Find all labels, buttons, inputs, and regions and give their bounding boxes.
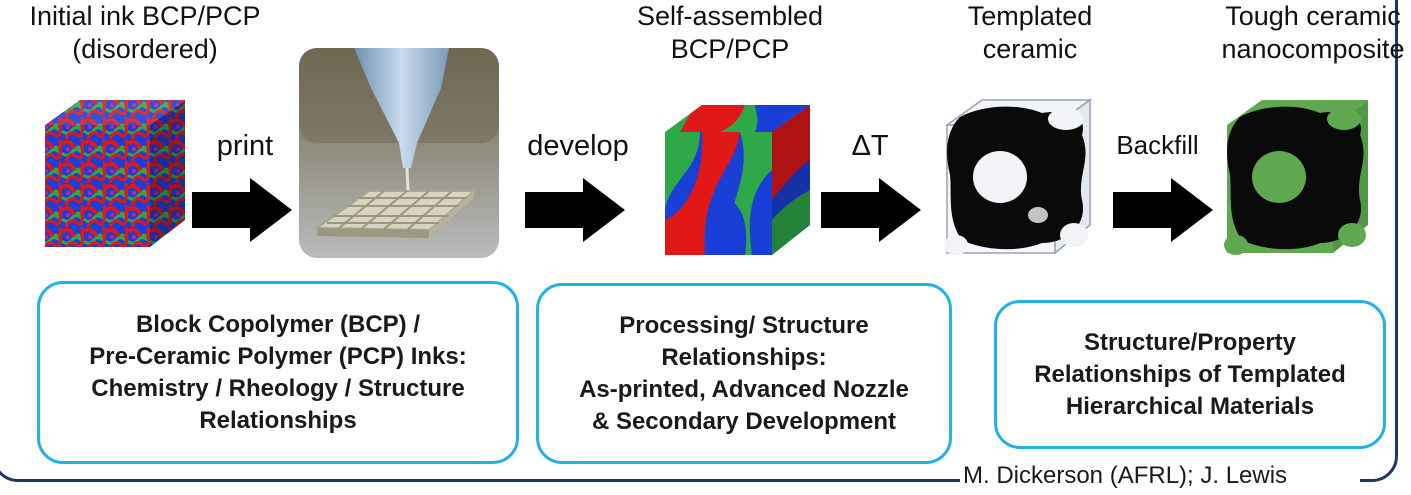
info-box-line: Structure/Property: [1083, 328, 1297, 356]
develop-arrow-icon: [525, 178, 625, 242]
step-title-line: nanocomposite: [1221, 34, 1405, 64]
arrow-label-backfill: Backfill: [1116, 130, 1199, 160]
info-box-line: Chemistry / Rheology / Structure: [91, 374, 465, 402]
3d-printing-photo-image: [299, 48, 499, 258]
step-title-line: Initial ink BCP/PCP: [29, 1, 261, 31]
arrow-label-develop: develop: [527, 130, 629, 162]
step-title-line: ceramic: [982, 34, 1078, 64]
step-title-tough-ceramic: Tough ceramic nanocomposite: [1215, 0, 1411, 66]
heat-treatment-arrow-icon: [821, 178, 921, 242]
step-title-self-assembled: Self-assembled BCP/PCP: [600, 0, 860, 66]
info-box-line: Hierarchical Materials: [1065, 392, 1315, 420]
nanocomposite-image: [1224, 100, 1368, 255]
step-title-line: (disordered): [72, 34, 218, 64]
info-box-line: Relationships:: [661, 343, 827, 371]
info-box-text: Block Copolymer (BCP) / Pre-Ceramic Poly…: [89, 309, 466, 437]
info-box-line: Relationships of Templated: [1034, 360, 1346, 388]
info-box-line: Pre-Ceramic Polymer (PCP) Inks:: [89, 342, 467, 370]
arrow-label-print: print: [216, 130, 274, 162]
outer-frame: [0, 0, 1398, 482]
info-box-line: Relationships: [199, 406, 357, 434]
info-box-line: As-printed, Advanced Nozzle: [579, 375, 909, 403]
backfill-arrow-icon: [1113, 178, 1213, 242]
info-box-line: Processing/ Structure: [619, 311, 869, 339]
templated-ceramic-image: [944, 98, 1093, 255]
info-box-inks: Block Copolymer (BCP) / Pre-Ceramic Poly…: [37, 281, 519, 464]
arrow-label-delta-t: ΔT: [851, 130, 889, 162]
info-box-line: & Secondary Development: [591, 407, 897, 435]
step-title-line: Self-assembled: [636, 1, 824, 31]
credit-text: M. Dickerson (AFRL); J. Lewis: [963, 462, 1288, 489]
info-box-text: Processing/ Structure Relationships: As-…: [579, 310, 909, 438]
credit-background: [960, 462, 1360, 495]
step-title-line: Tough ceramic: [1225, 1, 1401, 31]
info-box-text: Structure/Property Relationships of Temp…: [1034, 327, 1346, 423]
step-title-templated-ceramic: Templated ceramic: [950, 0, 1110, 66]
step-title-line: Templated: [967, 1, 1093, 31]
step-title-line: BCP/PCP: [670, 34, 790, 64]
step-title-initial-ink: Initial ink BCP/PCP (disordered): [0, 0, 290, 66]
disordered-ink-cube-image: [45, 100, 185, 247]
self-assembled-cube-image: [665, 105, 810, 255]
info-box-line: Block Copolymer (BCP) /: [135, 310, 421, 338]
info-box-processing: Processing/ Structure Relationships: As-…: [536, 283, 952, 464]
print-arrow-icon: [192, 178, 292, 242]
info-box-structure-property: Structure/Property Relationships of Temp…: [994, 300, 1386, 449]
